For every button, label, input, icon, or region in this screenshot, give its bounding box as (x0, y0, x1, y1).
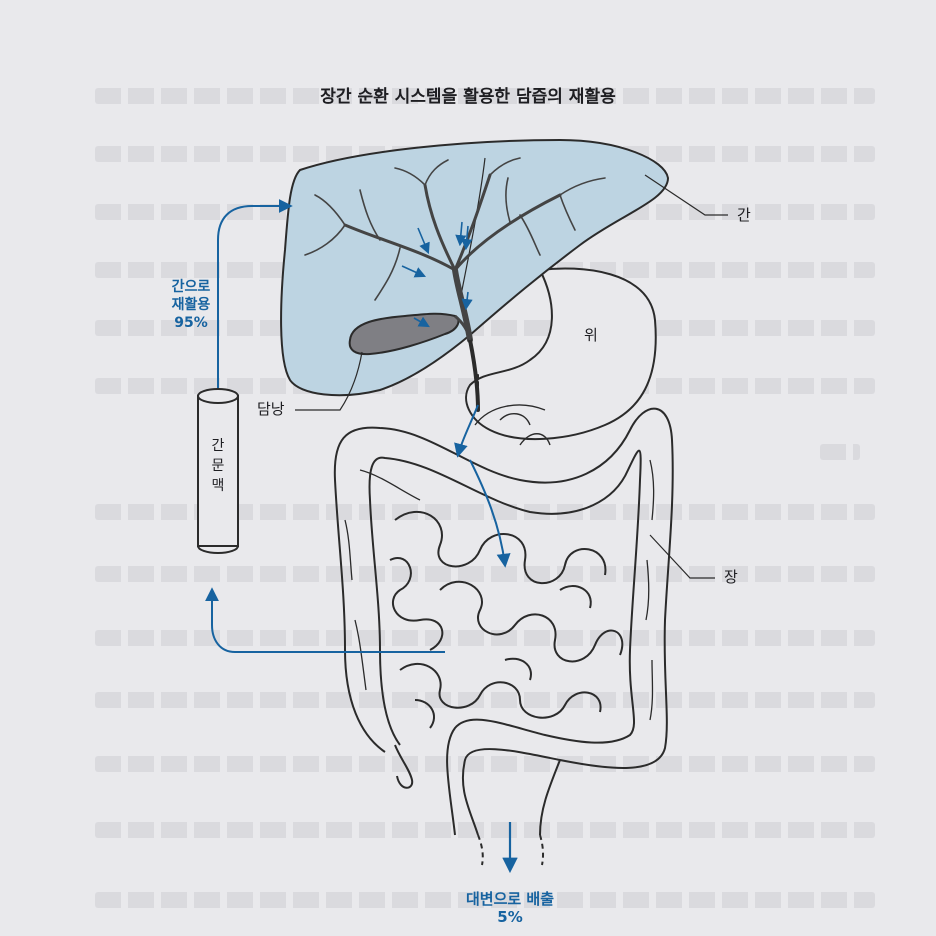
bile-flow-arrows (454, 404, 511, 568)
recycle-flow-arrow (205, 587, 445, 653)
portal-vein-char-3: 맥 (211, 478, 225, 494)
label-portal-vein: 간 문 맥 (208, 436, 228, 496)
label-excrete: 대변으로 배출 5% (430, 890, 590, 926)
portal-vein-char-1: 간 (211, 438, 225, 454)
page-title: 장간 순환 시스템을 활용한 담즙의 재활용 (320, 87, 616, 107)
label-intestine: 장 (724, 568, 738, 586)
small-intestine (389, 510, 624, 729)
label-recycle: 간으로 재활용 95% (156, 278, 226, 332)
label-stomach: 위 (584, 326, 598, 344)
liver-bile-arrows (401, 221, 473, 328)
excrete-line1: 대변으로 배출 (465, 890, 555, 908)
portal-vein-char-2: 문 (211, 458, 225, 474)
label-liver: 간 (737, 206, 751, 224)
large-intestine (333, 407, 674, 866)
stomach-organ (465, 267, 657, 446)
portal-vein-tube (197, 388, 239, 554)
label-leader-lines (295, 174, 728, 579)
recycle-percent: 95% (174, 315, 208, 331)
recycle-line2: 재활용 (171, 297, 211, 313)
recycle-line1: 간으로 (171, 279, 211, 295)
gallbladder-organ (348, 312, 472, 356)
portal-to-liver-arrow (217, 199, 293, 392)
excrete-percent: 5% (497, 908, 523, 926)
label-gallbladder: 담낭 (257, 400, 285, 418)
